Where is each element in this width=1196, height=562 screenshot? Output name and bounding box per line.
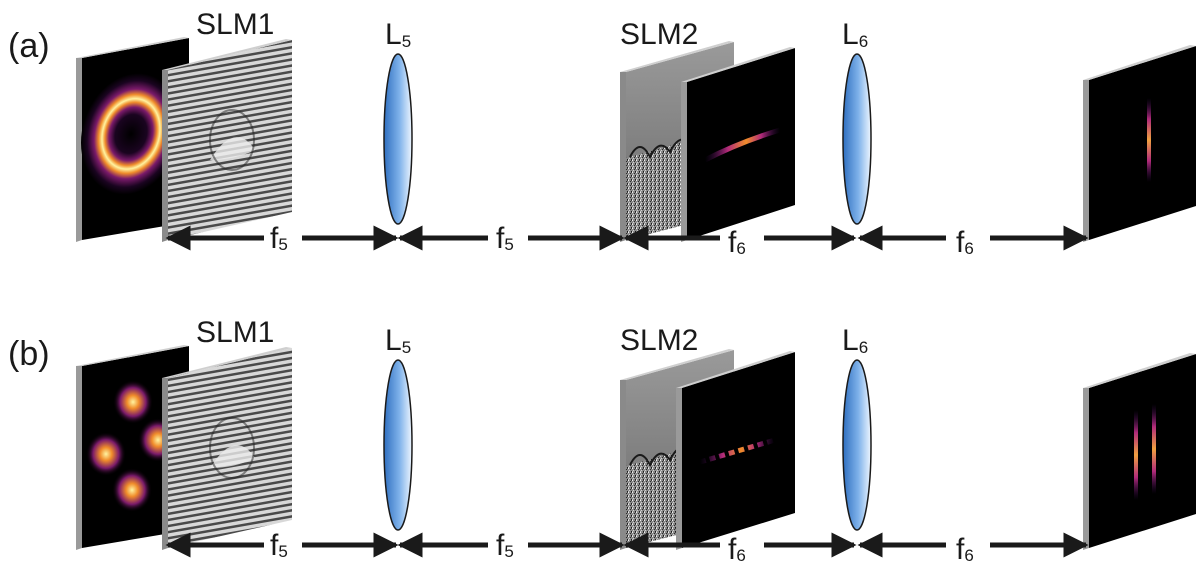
lens-l6-label: L6	[842, 18, 868, 51]
slm1-label: SLM1	[196, 316, 274, 349]
lens-l6	[842, 359, 872, 531]
output-focal-line	[1147, 98, 1151, 182]
slm1	[162, 347, 292, 550]
slm2-label: SLM2	[620, 324, 698, 357]
line-focus-pattern	[699, 437, 776, 465]
slm2	[620, 349, 795, 550]
lens-l5-label: L5	[385, 324, 411, 357]
slm2	[620, 41, 795, 242]
donut-beam	[81, 73, 181, 195]
slm1-label: SLM1	[196, 8, 274, 41]
distance-label: f5	[270, 529, 288, 562]
lens-l5-label: L5	[385, 18, 411, 51]
row-a: (a) SLM1 L5	[8, 8, 1196, 259]
panel-label: (a)	[8, 27, 50, 65]
four-lobe-beam	[86, 380, 178, 512]
distance-label: f5	[496, 222, 514, 255]
distance-label: f6	[956, 226, 974, 259]
lens-l6	[842, 53, 872, 225]
distance-label: f6	[956, 533, 974, 562]
row-b: (b) SLM1 L5	[8, 316, 1196, 562]
slm2-label: SLM2	[620, 18, 698, 51]
output-panel	[1083, 45, 1196, 242]
output-panel	[1083, 353, 1196, 550]
distance-label: f5	[270, 222, 288, 255]
distance-label: f5	[496, 529, 514, 562]
distance-label: f6	[728, 533, 746, 562]
lens-l6-label: L6	[842, 324, 868, 357]
output-double-line	[1134, 404, 1156, 500]
slm1	[162, 39, 292, 242]
distance-label: f6	[728, 226, 746, 259]
panel-label: (b)	[8, 335, 50, 373]
lens-l5	[383, 359, 413, 531]
line-focus-pattern	[703, 127, 781, 163]
lens-l5	[383, 53, 413, 225]
